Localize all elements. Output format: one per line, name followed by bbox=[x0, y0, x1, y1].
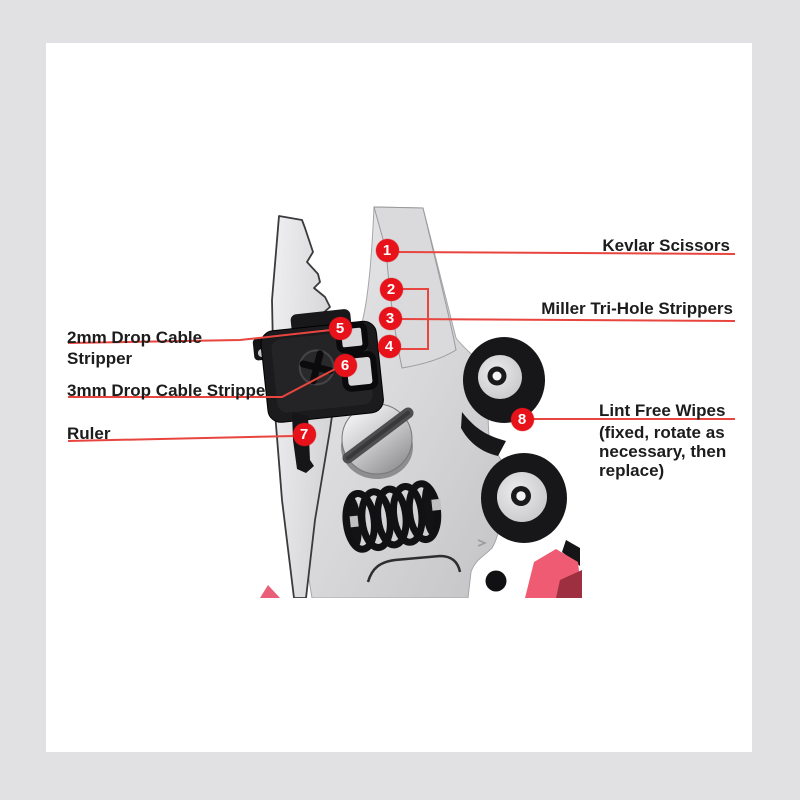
marker-2: 2 bbox=[379, 277, 403, 301]
body-seam bbox=[366, 554, 462, 583]
leader-kevlar bbox=[397, 251, 736, 255]
coil-spring bbox=[342, 480, 442, 553]
marker-7: 7 bbox=[292, 422, 316, 446]
marker-3: 3 bbox=[378, 306, 402, 330]
marker-4: 4 bbox=[377, 334, 401, 358]
leader-3mm bbox=[68, 367, 338, 398]
label-2mm-line1: 2mm Drop Cable bbox=[67, 328, 203, 347]
drop-cable-stripper-block bbox=[252, 309, 384, 423]
label-2mm-line2: Stripper bbox=[67, 349, 133, 368]
marker-8: 8 bbox=[510, 407, 534, 431]
rivet bbox=[485, 570, 507, 592]
pivot-screw bbox=[341, 403, 414, 479]
label-miller-tri-hole-strippers: Miller Tri-Hole Strippers bbox=[541, 299, 733, 318]
label-3mm-drop-cable-stripper: 3mm Drop Cable Stripper bbox=[67, 381, 272, 400]
leader-miller bbox=[400, 318, 736, 322]
label-2mm-drop-cable-stripper: 2mm Drop Cable Stripper bbox=[67, 327, 202, 369]
label-lint-free-wipes: Lint Free Wipes (fixed, rotate as necess… bbox=[599, 401, 726, 480]
leader-lines bbox=[67, 251, 736, 442]
handle-pink-right bbox=[525, 540, 582, 598]
label-lint-line1: Lint Free Wipes bbox=[599, 401, 726, 420]
label-kevlar-scissors: Kevlar Scissors bbox=[602, 236, 730, 255]
body-mark bbox=[477, 539, 487, 547]
leader-2mm bbox=[67, 329, 332, 344]
marker-6: 6 bbox=[333, 353, 357, 377]
marker-1: 1 bbox=[375, 238, 399, 262]
lint-wipe-roller-bottom bbox=[481, 453, 567, 543]
marker-5: 5 bbox=[328, 316, 352, 340]
label-lint-line4: replace) bbox=[599, 461, 665, 480]
label-ruler: Ruler bbox=[67, 424, 111, 443]
label-lint-line2: (fixed, rotate as bbox=[599, 423, 725, 442]
label-lint-line3: necessary, then bbox=[599, 442, 727, 461]
leader-ruler bbox=[67, 435, 295, 442]
lint-wipe-roller-top bbox=[461, 337, 545, 456]
handle-pink-left bbox=[260, 585, 280, 598]
